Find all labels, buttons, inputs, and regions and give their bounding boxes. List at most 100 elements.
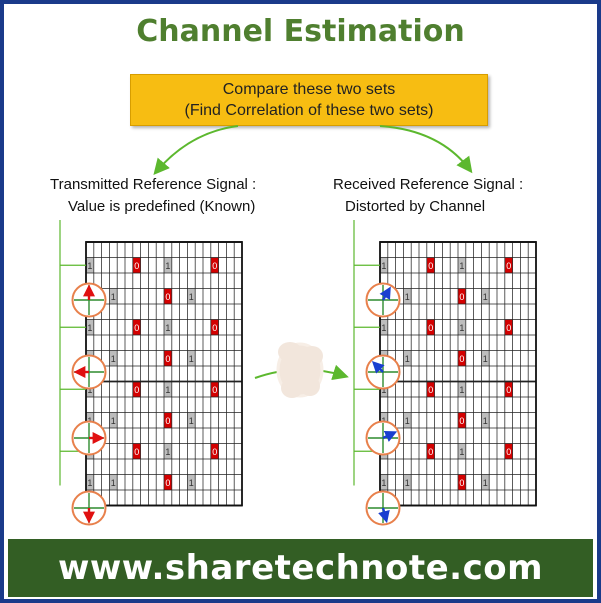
- cell-label: 0: [506, 323, 511, 333]
- footer-url: www.sharetechnote.com: [57, 548, 544, 588]
- cell-label: 1: [189, 478, 194, 488]
- cell-label: 1: [459, 447, 464, 457]
- reference-cell-one: [187, 350, 196, 366]
- reference-cell-zero: [164, 288, 172, 304]
- cell-label: 0: [506, 261, 511, 271]
- reference-cell-zero: [504, 257, 513, 273]
- cell-label: 0: [212, 447, 217, 457]
- phase-vector-icon: [71, 490, 107, 526]
- reference-cell-one: [403, 288, 412, 304]
- reference-cell-one: [403, 412, 412, 428]
- cell-label: 0: [506, 385, 511, 395]
- transmitted-resource-grid: 10101101101011011010110110101101: [59, 220, 243, 526]
- cell-label: 1: [111, 478, 116, 488]
- reference-cell-zero: [164, 474, 172, 490]
- reference-cell-zero: [132, 257, 141, 273]
- reference-cell-zero: [504, 381, 513, 397]
- reference-cell-one: [109, 412, 118, 428]
- cell-label: 1: [483, 354, 488, 364]
- reference-cell-zero: [504, 443, 513, 459]
- reference-cell-one: [187, 412, 196, 428]
- cell-label: 1: [111, 416, 116, 426]
- cell-label: 0: [212, 261, 217, 271]
- page-title: Channel Estimation: [136, 14, 465, 49]
- reference-cell-zero: [132, 319, 141, 335]
- footer-banner: www.sharetechnote.com: [8, 539, 593, 597]
- compare-box: Compare these two sets (Find Correlation…: [130, 74, 488, 126]
- reference-cell-one: [164, 443, 172, 459]
- reference-cell-zero: [504, 319, 513, 335]
- reference-cell-one: [109, 350, 118, 366]
- reference-cell-one: [86, 412, 94, 428]
- cell-label: 0: [428, 447, 433, 457]
- phase-vector-icon: [365, 490, 401, 526]
- curved-arrow-icon: [379, 125, 473, 174]
- cell-label: 1: [381, 478, 386, 488]
- reference-cell-one: [164, 381, 172, 397]
- transmitted-label-line1: Transmitted Reference Signal :: [50, 176, 257, 193]
- reference-cell-zero: [458, 350, 466, 366]
- cell-label: 1: [405, 416, 410, 426]
- reference-cell-one: [380, 412, 388, 428]
- reference-cell-one: [109, 474, 118, 490]
- reference-cell-one: [481, 288, 490, 304]
- cell-label: 0: [134, 385, 139, 395]
- phase-vector-icon: [365, 282, 401, 318]
- reference-cell-zero: [210, 381, 219, 397]
- cloud-icon: [276, 342, 324, 398]
- cell-label: 0: [134, 323, 139, 333]
- reference-cell-one: [403, 474, 412, 490]
- reference-cell-zero: [426, 319, 435, 335]
- reference-cell-one: [109, 288, 118, 304]
- phase-vector-icon: [71, 282, 107, 318]
- cell-label: 0: [428, 385, 433, 395]
- reference-cell-one: [380, 319, 388, 335]
- reference-cell-one: [187, 288, 196, 304]
- reference-cell-one: [164, 319, 172, 335]
- phase-vector-icon: [365, 354, 401, 390]
- cell-label: 0: [165, 292, 170, 302]
- cell-label: 0: [459, 292, 464, 302]
- reference-cell-one: [403, 350, 412, 366]
- cell-label: 1: [111, 354, 116, 364]
- reference-cell-zero: [132, 443, 141, 459]
- reference-cell-one: [481, 350, 490, 366]
- cell-label: 1: [483, 292, 488, 302]
- reference-cell-zero: [164, 412, 172, 428]
- cell-label: 0: [134, 447, 139, 457]
- cell-label: 1: [165, 323, 170, 333]
- cell-label: 0: [459, 478, 464, 488]
- cell-label: 0: [459, 354, 464, 364]
- reference-cell-one: [458, 443, 466, 459]
- cell-label: 0: [459, 416, 464, 426]
- reference-cell-one: [380, 257, 388, 273]
- reference-cell-zero: [132, 381, 141, 397]
- cell-label: 1: [189, 354, 194, 364]
- transmitted-label-line2: Value is predefined (Known): [68, 198, 256, 215]
- cell-label: 1: [405, 292, 410, 302]
- reference-cell-one: [86, 257, 94, 273]
- reference-cell-zero: [426, 257, 435, 273]
- reference-cell-one: [458, 381, 466, 397]
- cell-label: 1: [87, 385, 92, 395]
- cell-label: 1: [381, 385, 386, 395]
- reference-cell-zero: [210, 319, 219, 335]
- cell-label: 1: [459, 385, 464, 395]
- reference-cell-zero: [164, 350, 172, 366]
- reference-cell-one: [187, 474, 196, 490]
- reference-cell-one: [481, 474, 490, 490]
- reference-cell-zero: [210, 257, 219, 273]
- cell-label: 1: [405, 354, 410, 364]
- cell-label: 0: [428, 261, 433, 271]
- cell-label: 1: [111, 292, 116, 302]
- cell-label: 1: [459, 323, 464, 333]
- reference-cell-one: [458, 257, 466, 273]
- cell-label: 1: [459, 261, 464, 271]
- phase-vector-icon: [365, 420, 401, 456]
- reference-cell-one: [481, 412, 490, 428]
- cell-label: 1: [87, 478, 92, 488]
- cell-label: 1: [381, 323, 386, 333]
- cell-label: 1: [165, 447, 170, 457]
- cell-label: 0: [212, 323, 217, 333]
- cell-label: 0: [134, 261, 139, 271]
